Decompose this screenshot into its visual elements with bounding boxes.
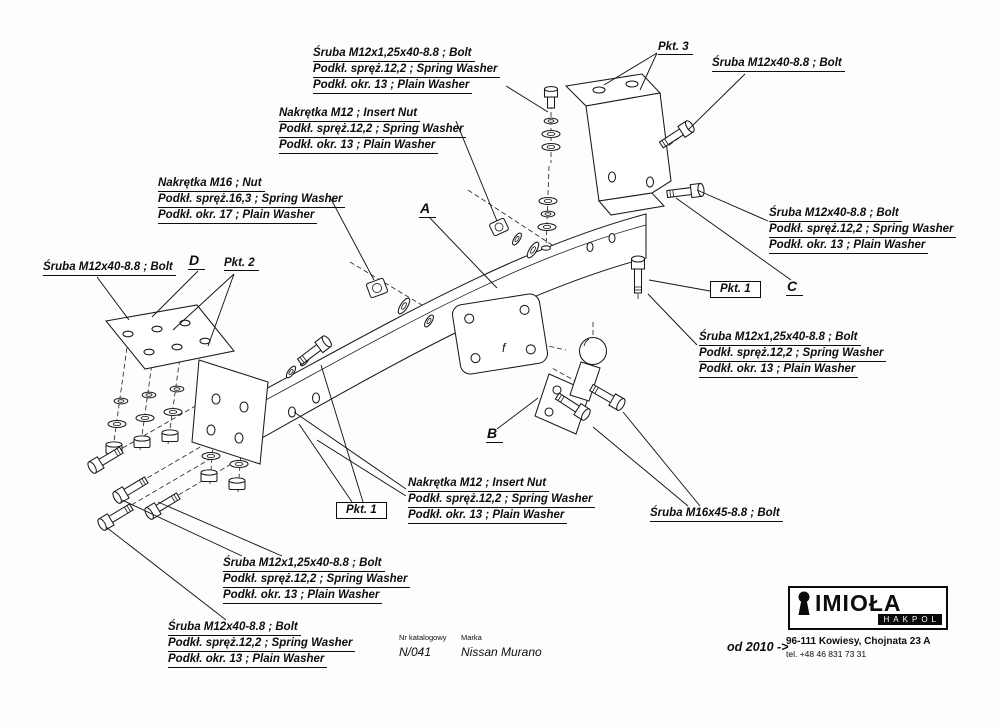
spec-line: Podkł. okr. 13 ; Plain Washer (699, 362, 859, 379)
logo-subbrand: HAKPOL (877, 614, 942, 625)
catalog-number-label: Nr katalogowy (399, 633, 447, 642)
catalog-number-block: Nr katalogowy N/041 (399, 633, 447, 659)
spec-line: Śruba M12x1,25x40-8.8 ; Bolt (313, 46, 475, 63)
left-side-plate (191, 359, 269, 465)
spec-line: Śruba M12x40-8.8 ; Bolt (168, 620, 301, 637)
catalog-number-value: N/041 (399, 645, 432, 659)
callout-pkt2: Pkt. 2 (224, 257, 259, 271)
spec-line: Śruba M12x1,25x40-8.8 ; Bolt (223, 556, 385, 573)
spec-line: Podkł. spręż.12,2 ; Spring Washer (168, 636, 356, 653)
tow-ball (578, 336, 608, 366)
model-year-range: od 2010 -> (727, 640, 789, 654)
spec-line: Podkł. spręż.12,2 ; Spring Washer (279, 122, 467, 139)
m12-nut-stack (489, 217, 542, 260)
spec-line: Podkł. okr. 13 ; Plain Washer (223, 588, 383, 605)
bolt-right-side (665, 182, 706, 201)
spec-line: Podkł. okr. 13 ; Plain Washer (279, 138, 439, 155)
spec-line: Podkł. spręż.12,2 ; Spring Washer (699, 346, 887, 363)
callout-letter-c: C (786, 278, 804, 296)
spec-label-bolt-m12x125-right: Śruba M12x1,25x40-8.8 ; Bolt Podkł. sprę… (699, 330, 887, 379)
spec-label-bolt-m12x125-bottom: Śruba M12x1,25x40-8.8 ; Bolt Podkł. sprę… (223, 556, 411, 605)
spec-line: Nakrętka M12 ; Insert Nut (408, 476, 550, 493)
spec-line: Śruba M16x45-8.8 ; Bolt (650, 506, 783, 523)
spec-label-bolt-m12x40-left: Śruba M12x40-8.8 ; Bolt (43, 260, 176, 277)
spec-line: Podkł. spręż.12,2 ; Spring Washer (769, 222, 957, 239)
spec-label-bolt-m16x45: Śruba M16x45-8.8 ; Bolt (650, 506, 783, 523)
callout-letter-f: f (502, 341, 506, 355)
spec-label-nut-m12-lower: Nakrętka M12 ; Insert Nut Podkł. spręż.1… (408, 476, 596, 525)
spec-label-nut-m12-upper: Nakrętka M12 ; Insert Nut Podkł. spręż.1… (279, 106, 467, 155)
callout-pkt1-right: Pkt. 1 (710, 281, 761, 298)
manufacturer-logo: IMIOŁA HAKPOL (788, 586, 948, 630)
spec-line: Śruba M12x40-8.8 ; Bolt (712, 56, 845, 73)
spec-line: Nakrętka M16 ; Nut (158, 176, 265, 193)
spec-line: Podkł. spręż.12,2 ; Spring Washer (313, 62, 501, 79)
callout-letter-d: D (188, 252, 206, 270)
spec-line: Podkł. spręż.16,3 ; Spring Washer (158, 192, 346, 209)
address-line: 96-111 Kowiesy, Chojnata 23 A (786, 636, 931, 647)
left-mount-plate (105, 304, 235, 370)
spec-line: Podkł. okr. 13 ; Plain Washer (313, 78, 473, 95)
brand-value: Nissan Murano (461, 645, 542, 659)
callout-letter-a: A (419, 200, 437, 218)
spec-line: Śruba M12x40-8.8 ; Bolt (769, 206, 902, 223)
spec-line: Nakrętka M12 ; Insert Nut (279, 106, 421, 123)
spec-line: Podkł. okr. 13 ; Plain Washer (769, 238, 929, 255)
spec-label-bolt-m12x40-right: Śruba M12x40-8.8 ; Bolt Podkł. spręż.12,… (769, 206, 957, 255)
callout-pkt1-left: Pkt. 1 (336, 502, 387, 519)
spec-line: Podkł. okr. 13 ; Plain Washer (168, 652, 328, 669)
spec-line: Podkł. spręż.12,2 ; Spring Washer (408, 492, 596, 509)
manufacturer-address: 96-111 Kowiesy, Chojnata 23 A tel. +48 4… (786, 636, 931, 659)
right-mount-bracket (564, 73, 672, 216)
spec-line: Śruba M12x1,25x40-8.8 ; Bolt (699, 330, 861, 347)
callout-letter-b: B (486, 425, 504, 443)
brand-label: Marka (461, 633, 482, 642)
spec-label-bolt-m12x40-top-right: Śruba M12x40-8.8 ; Bolt (712, 56, 845, 73)
logo-wordmark: IMIOŁA (815, 590, 902, 616)
pkt1-bolt (630, 255, 646, 294)
hitch-bolt-2 (587, 381, 628, 413)
center-plate (451, 293, 549, 375)
spec-line: Śruba M12x40-8.8 ; Bolt (43, 260, 176, 277)
spec-line: Podkł. okr. 17 ; Plain Washer (158, 208, 318, 225)
spec-label-bolt-m12x125-top: Śruba M12x1,25x40-8.8 ; Bolt Podkł. sprę… (313, 46, 501, 95)
spec-line: Podkł. spręż.12,2 ; Spring Washer (223, 572, 411, 589)
spec-label-nut-m16: Nakrętka M16 ; Nut Podkł. spręż.16,3 ; S… (158, 176, 346, 225)
top-bolt-stack (537, 86, 561, 251)
spec-label-bolt-m12x40-bottom: Śruba M12x40-8.8 ; Bolt Podkł. spręż.12,… (168, 620, 356, 669)
brand-block: Marka Nissan Murano (461, 633, 542, 659)
spec-line: Podkł. okr. 13 ; Plain Washer (408, 508, 568, 525)
phone-line: tel. +48 46 831 73 31 (786, 649, 867, 659)
towball-logo-icon (798, 591, 810, 615)
m16-nut-stack (366, 277, 436, 329)
callout-pkt3: Pkt. 3 (658, 41, 693, 55)
